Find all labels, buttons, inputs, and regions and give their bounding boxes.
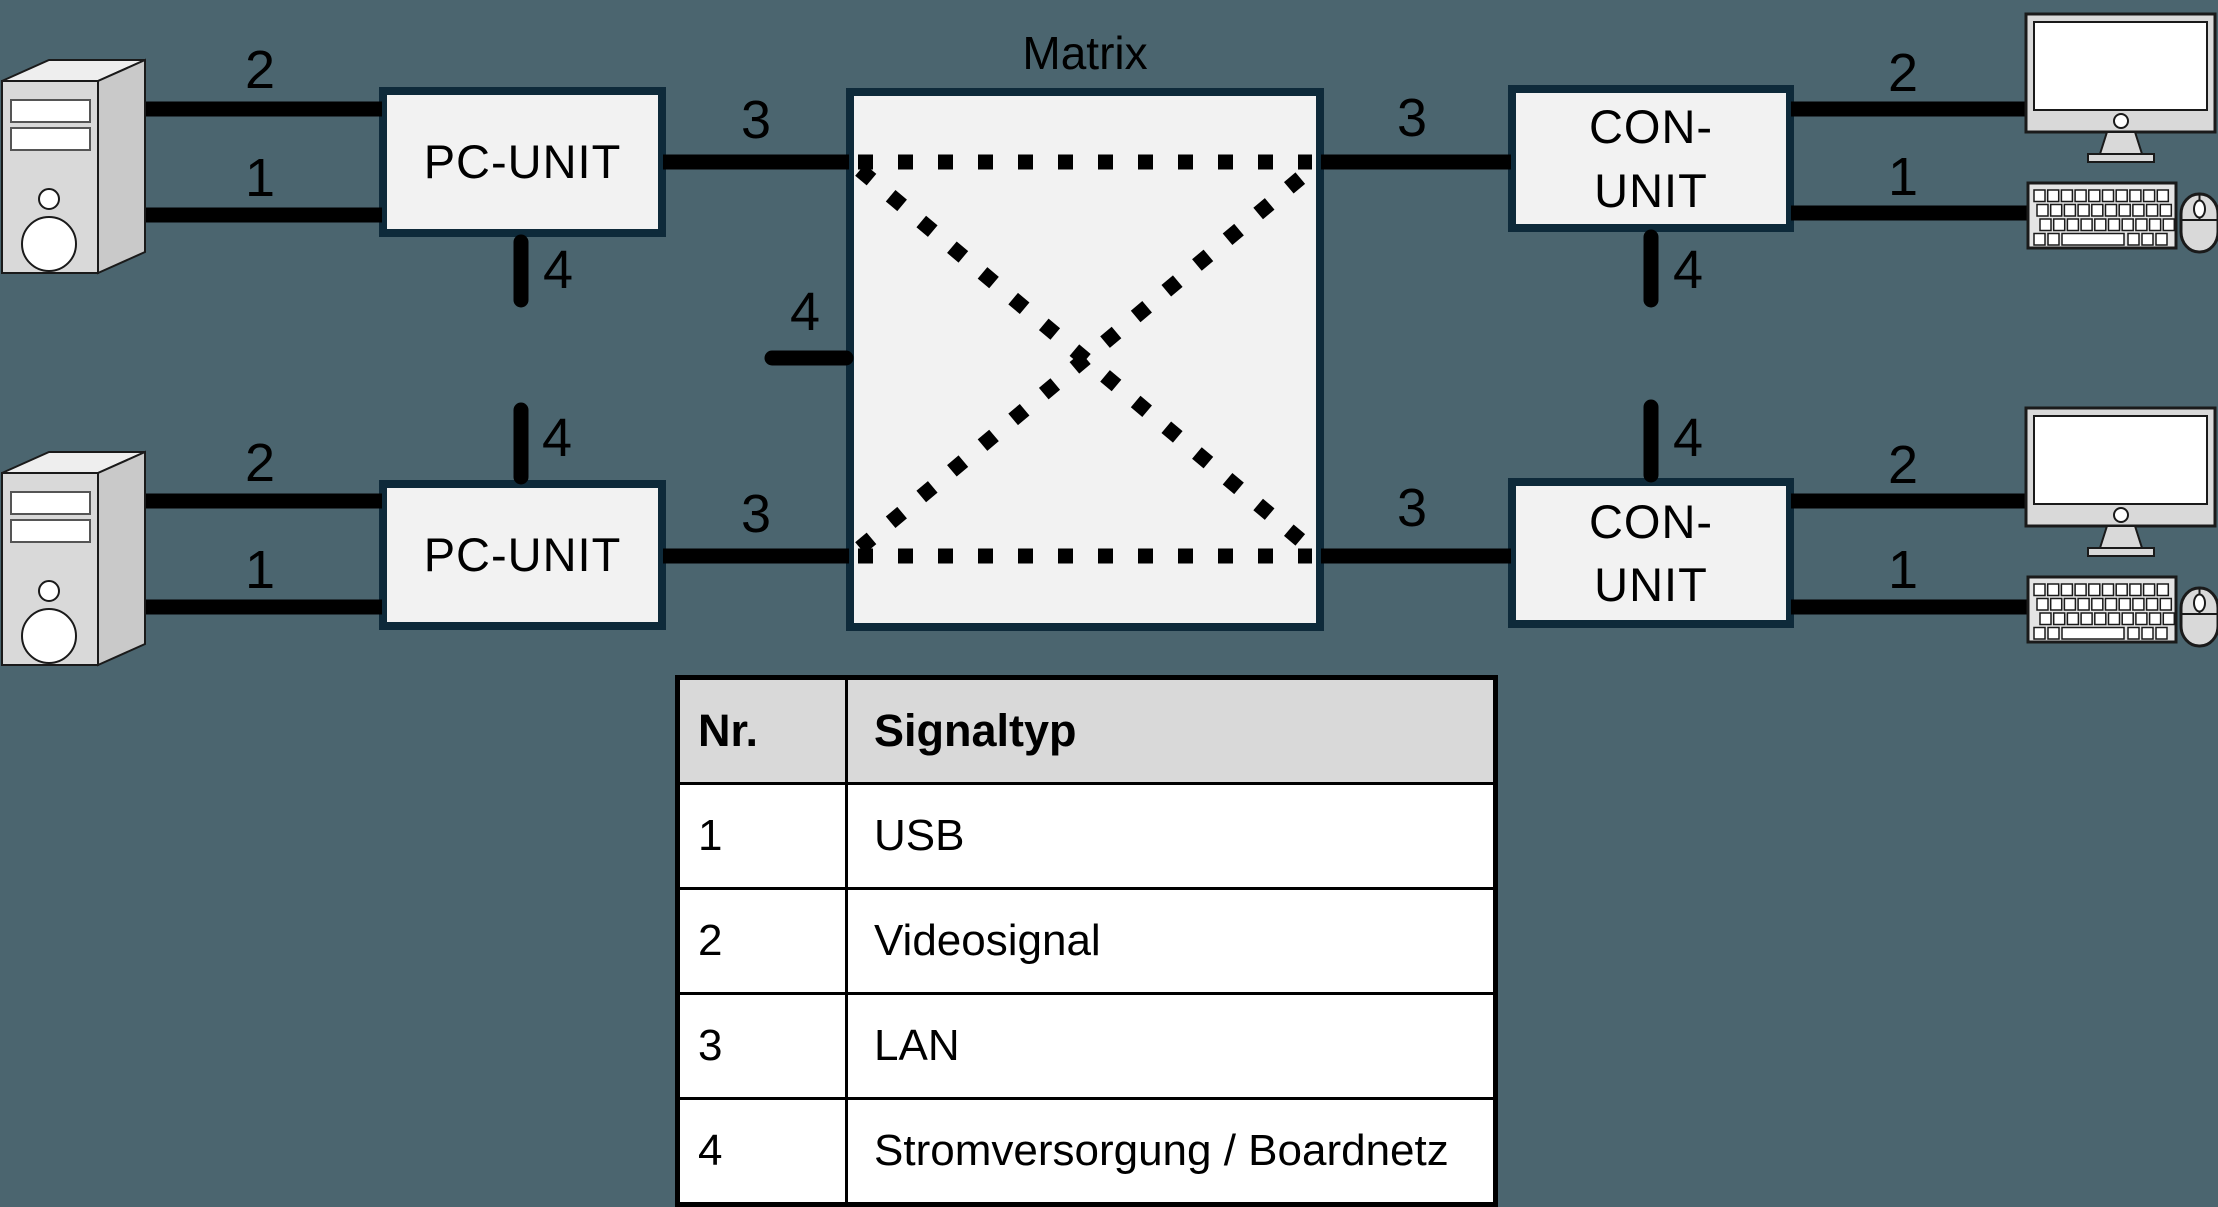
label-video-pc-bottom: 2	[244, 433, 276, 493]
label-video-con-top: 2	[1887, 43, 1919, 103]
label-lan-pc-bottom: 3	[740, 484, 772, 544]
pc-unit-top-label: PC-UNIT	[423, 135, 622, 189]
legend-cell-signaltyp: Videosignal	[845, 887, 1497, 995]
matrix-title: Matrix	[1022, 27, 1148, 79]
monitor-icon	[2024, 12, 2217, 164]
pc-unit-bottom-box: PC-UNIT	[379, 480, 666, 630]
con-unit-bottom-label: CON- UNIT	[1589, 490, 1713, 617]
label-power-matrix: 4	[789, 282, 821, 342]
con-unit-bottom-label-line1: CON-	[1588, 494, 1714, 548]
pc-unit-bottom-label: PC-UNIT	[423, 528, 622, 582]
label-usb-pc-bottom: 1	[244, 540, 276, 600]
mouse-icon	[2179, 586, 2218, 648]
pc-unit-top-box: PC-UNIT	[379, 87, 666, 237]
legend-cell-signaltyp: USB	[845, 782, 1497, 890]
label-usb-con-bottom: 1	[1887, 540, 1919, 600]
legend-header-row: Nr. Signaltyp	[676, 676, 1497, 785]
keyboard-icon	[2026, 575, 2178, 644]
legend-header-nr: Nr.	[676, 676, 848, 785]
label-video-con-bottom: 2	[1887, 435, 1919, 495]
legend-cell-nr: 2	[676, 887, 848, 995]
label-power-pc-top: 4	[542, 240, 574, 300]
legend-cell-nr: 1	[676, 782, 848, 890]
keyboard-icon	[2026, 181, 2178, 250]
legend-cell-nr: 4	[676, 1097, 848, 1206]
label-power-pc-bottom: 4	[541, 408, 573, 468]
pc-tower-icon	[1, 59, 146, 274]
con-unit-bottom-label-line2: UNIT	[1594, 558, 1708, 611]
label-usb-pc-top: 1	[244, 148, 276, 208]
legend-cell-signaltyp: Stromversorgung / Boardnetz	[845, 1097, 1497, 1206]
matrix-box	[846, 88, 1324, 631]
label-lan-con-bottom: 3	[1396, 478, 1428, 538]
con-unit-top-label-line1: CON-	[1588, 100, 1714, 154]
label-video-pc-top: 2	[244, 40, 276, 100]
pc-tower-icon	[1, 451, 146, 666]
monitor-icon	[2024, 406, 2217, 558]
con-unit-top-label-line2: UNIT	[1594, 163, 1708, 217]
mouse-icon	[2179, 192, 2218, 254]
label-lan-pc-top: 3	[740, 90, 772, 150]
con-unit-top-label: CON- UNIT	[1589, 95, 1713, 222]
label-power-con-bottom: 4	[1672, 408, 1704, 468]
label-power-con-top: 4	[1672, 240, 1704, 300]
legend-header-signaltyp: Signaltyp	[845, 676, 1497, 785]
con-unit-top-box: CON- UNIT	[1508, 85, 1794, 232]
label-lan-con-top: 3	[1396, 88, 1428, 148]
legend-cell-signaltyp: LAN	[845, 992, 1497, 1100]
con-unit-bottom-box: CON- UNIT	[1508, 478, 1794, 628]
legend-cell-nr: 3	[676, 992, 848, 1100]
label-usb-con-top: 1	[1887, 147, 1919, 207]
